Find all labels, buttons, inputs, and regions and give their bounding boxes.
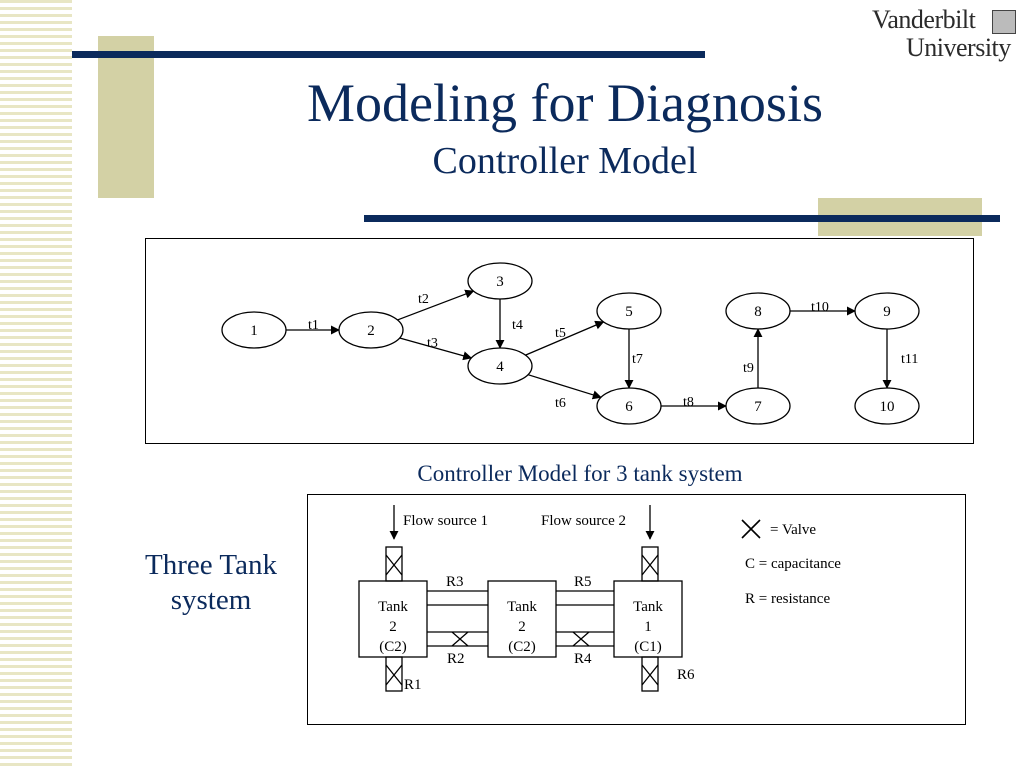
striped-margin [0, 0, 72, 768]
inlet-valve-right-icon [641, 554, 659, 576]
university-logo: Vanderbilt University [870, 4, 1020, 68]
state-node-3 [467, 262, 533, 300]
outlet-valve-r1-icon [385, 664, 403, 686]
transition-t6-label: t6 [555, 396, 566, 411]
transition-t6-arrow [527, 374, 602, 400]
tank-system-frame: Flow source 1 Flow source 2 Tank 2 (C2) … [307, 494, 966, 725]
navy-rule-top [72, 51, 705, 58]
state-node-6 [596, 387, 662, 425]
logo-tree-icon [992, 10, 1016, 34]
transition-t11-label: t11 [901, 352, 918, 367]
flow-source-2-label: Flow source 2 [541, 513, 626, 529]
tank-left-line-1: Tank [378, 599, 408, 615]
state-machine-diagram: 1 2 3 4 5 6 7 8 9 10 t1 t2 t3 t4 t5 t6 t7 t8 t9 t10 t11 [221, 262, 920, 425]
resistor-r3-label: R3 [446, 574, 464, 590]
transition-t8-label: t8 [683, 395, 694, 410]
state-node-10 [854, 387, 920, 425]
slide-subtitle: Controller Model [432, 140, 698, 182]
tank-right-line-1: Tank [633, 599, 663, 615]
state-label-1: 1 [250, 323, 258, 339]
tank-left-line-3: (C2) [379, 639, 407, 655]
state-node-9 [854, 292, 920, 330]
tank-middle-line-2: 2 [518, 619, 526, 635]
transition-t3-arrow [399, 337, 473, 361]
transition-t4-label: t4 [512, 318, 523, 333]
state-label-9: 9 [883, 304, 891, 320]
state-label-8: 8 [754, 304, 762, 320]
state-label-6: 6 [625, 399, 633, 415]
transition-t5-arrow [525, 320, 605, 356]
state-label-3: 3 [496, 274, 504, 290]
transition-t2-label: t2 [418, 292, 429, 307]
tank-middle-line-3: (C2) [508, 639, 536, 655]
transition-t7-label: t7 [632, 352, 643, 367]
tank-middle [487, 580, 557, 658]
logo-line-2: University [906, 33, 1011, 62]
three-tank-label: Three Tank system [116, 548, 306, 618]
resistor-r5-label: R5 [574, 574, 592, 590]
side-label-line-1: Three Tank [145, 549, 277, 581]
legend-capacitance-label: C = capacitance [745, 556, 841, 572]
valve-r4-icon [572, 631, 590, 647]
logo-line-1: Vanderbilt [872, 5, 976, 34]
navy-rule-bottom [364, 215, 1000, 222]
tank-right-line-3: (C1) [634, 639, 662, 655]
resistor-r6-label: R6 [677, 667, 695, 683]
outlet-pipe-r1 [385, 656, 403, 692]
state-label-5: 5 [625, 304, 633, 320]
resistor-r2-label: R2 [447, 651, 465, 667]
resistor-r1-label: R1 [404, 677, 422, 693]
state-node-5 [596, 292, 662, 330]
outlet-valve-r6-icon [641, 664, 659, 686]
state-label-4: 4 [496, 359, 504, 375]
state-node-2 [338, 311, 404, 349]
transition-t1-label: t1 [308, 318, 319, 333]
state-node-4 [467, 347, 533, 385]
flow-source-1-label: Flow source 1 [403, 513, 488, 529]
legend-valve-icon [741, 519, 761, 539]
transition-t10-label: t10 [811, 300, 829, 315]
tank-middle-line-1: Tank [507, 599, 537, 615]
resistor-r4-label: R4 [574, 651, 592, 667]
state-node-1 [221, 311, 287, 349]
outlet-pipe-r6 [641, 656, 659, 692]
transition-t2-arrow [397, 289, 475, 321]
transition-t5-label: t5 [555, 326, 566, 341]
side-label-line-2: system [170, 584, 252, 616]
transition-t3-label: t3 [427, 336, 438, 351]
tank-system-diagram: Flow source 1 Flow source 2 Tank 2 (C2) … [358, 505, 841, 693]
state-node-8 [725, 292, 791, 330]
slide-title: Modeling for Diagnosis [307, 73, 823, 133]
state-label-10: 10 [880, 399, 895, 415]
tank-left-line-2: 2 [389, 619, 397, 635]
tank-right-line-2: 1 [644, 619, 652, 635]
legend-resistance-label: R = resistance [745, 591, 830, 607]
valve-r2-icon [451, 631, 469, 647]
diagram-caption: Controller Model for 3 tank system [417, 461, 743, 486]
state-label-7: 7 [754, 399, 762, 415]
state-machine-frame: 1 2 3 4 5 6 7 8 9 10 t1 t2 t3 t4 t5 t6 t7 t8 t9 t10 t11 [145, 238, 974, 444]
khaki-block-left [98, 36, 154, 198]
state-label-2: 2 [367, 323, 375, 339]
transition-t9-label: t9 [743, 361, 754, 376]
state-node-7 [725, 387, 791, 425]
legend-valve-label: = Valve [770, 522, 816, 538]
inlet-valve-left-icon [385, 554, 403, 576]
